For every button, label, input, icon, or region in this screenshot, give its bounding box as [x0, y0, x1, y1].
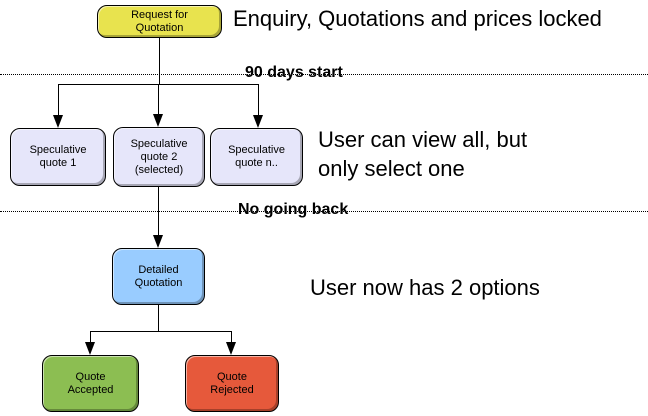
- connector-to-rejected: [231, 331, 232, 343]
- arrow-down-icon: [253, 115, 263, 128]
- node-label: Speculative quote 2 (selected): [130, 137, 188, 176]
- connector-to-spec2: [158, 84, 159, 116]
- node-speculative-quote-2: Speculative quote 2 (selected): [113, 127, 205, 187]
- annotation-two-options: User now has 2 options: [310, 275, 540, 300]
- connector-detailed-down: [158, 305, 159, 332]
- divider-label-no-going-back: No going back: [238, 201, 349, 218]
- connector-request-down: [159, 37, 160, 84]
- node-label: Quote Rejected: [210, 370, 254, 396]
- connector-spec2-to-detailed: [158, 187, 159, 235]
- node-speculative-quote-1: Speculative quote 1: [10, 128, 106, 186]
- divider-line-no-going-back: [0, 211, 648, 212]
- divider-label-90-days: 90 days start: [245, 64, 343, 81]
- node-quote-rejected: Quote Rejected: [185, 355, 279, 412]
- arrow-down-icon: [153, 235, 163, 248]
- annotation-prices-locked: Enquiry, Quotations and prices locked: [233, 6, 602, 31]
- arrow-down-icon: [85, 342, 95, 355]
- node-speculative-quote-n: Speculative quote n..: [210, 128, 303, 186]
- connector-to-specn: [258, 84, 259, 116]
- connector-branch-bottom: [90, 331, 232, 332]
- node-label: Speculative quote 1: [29, 144, 87, 169]
- annotation-view-all: User can view all, but only select one: [318, 127, 528, 181]
- arrow-down-icon: [53, 115, 63, 128]
- divider-line-90-days: [0, 74, 648, 75]
- arrow-down-icon: [226, 342, 236, 355]
- node-label: Speculative quote n..: [228, 144, 285, 169]
- node-label: Quote Accepted: [67, 370, 114, 396]
- node-label: Detailed Quotation: [134, 263, 183, 289]
- connector-to-spec1: [58, 84, 59, 116]
- node-detailed-quotation: Detailed Quotation: [112, 248, 205, 305]
- connector-to-accepted: [90, 331, 91, 343]
- node-label: Request for Quotation: [131, 8, 188, 34]
- arrow-down-icon: [153, 114, 163, 127]
- node-quote-accepted: Quote Accepted: [42, 355, 139, 412]
- node-request-for-quotation: Request for Quotation: [97, 5, 222, 38]
